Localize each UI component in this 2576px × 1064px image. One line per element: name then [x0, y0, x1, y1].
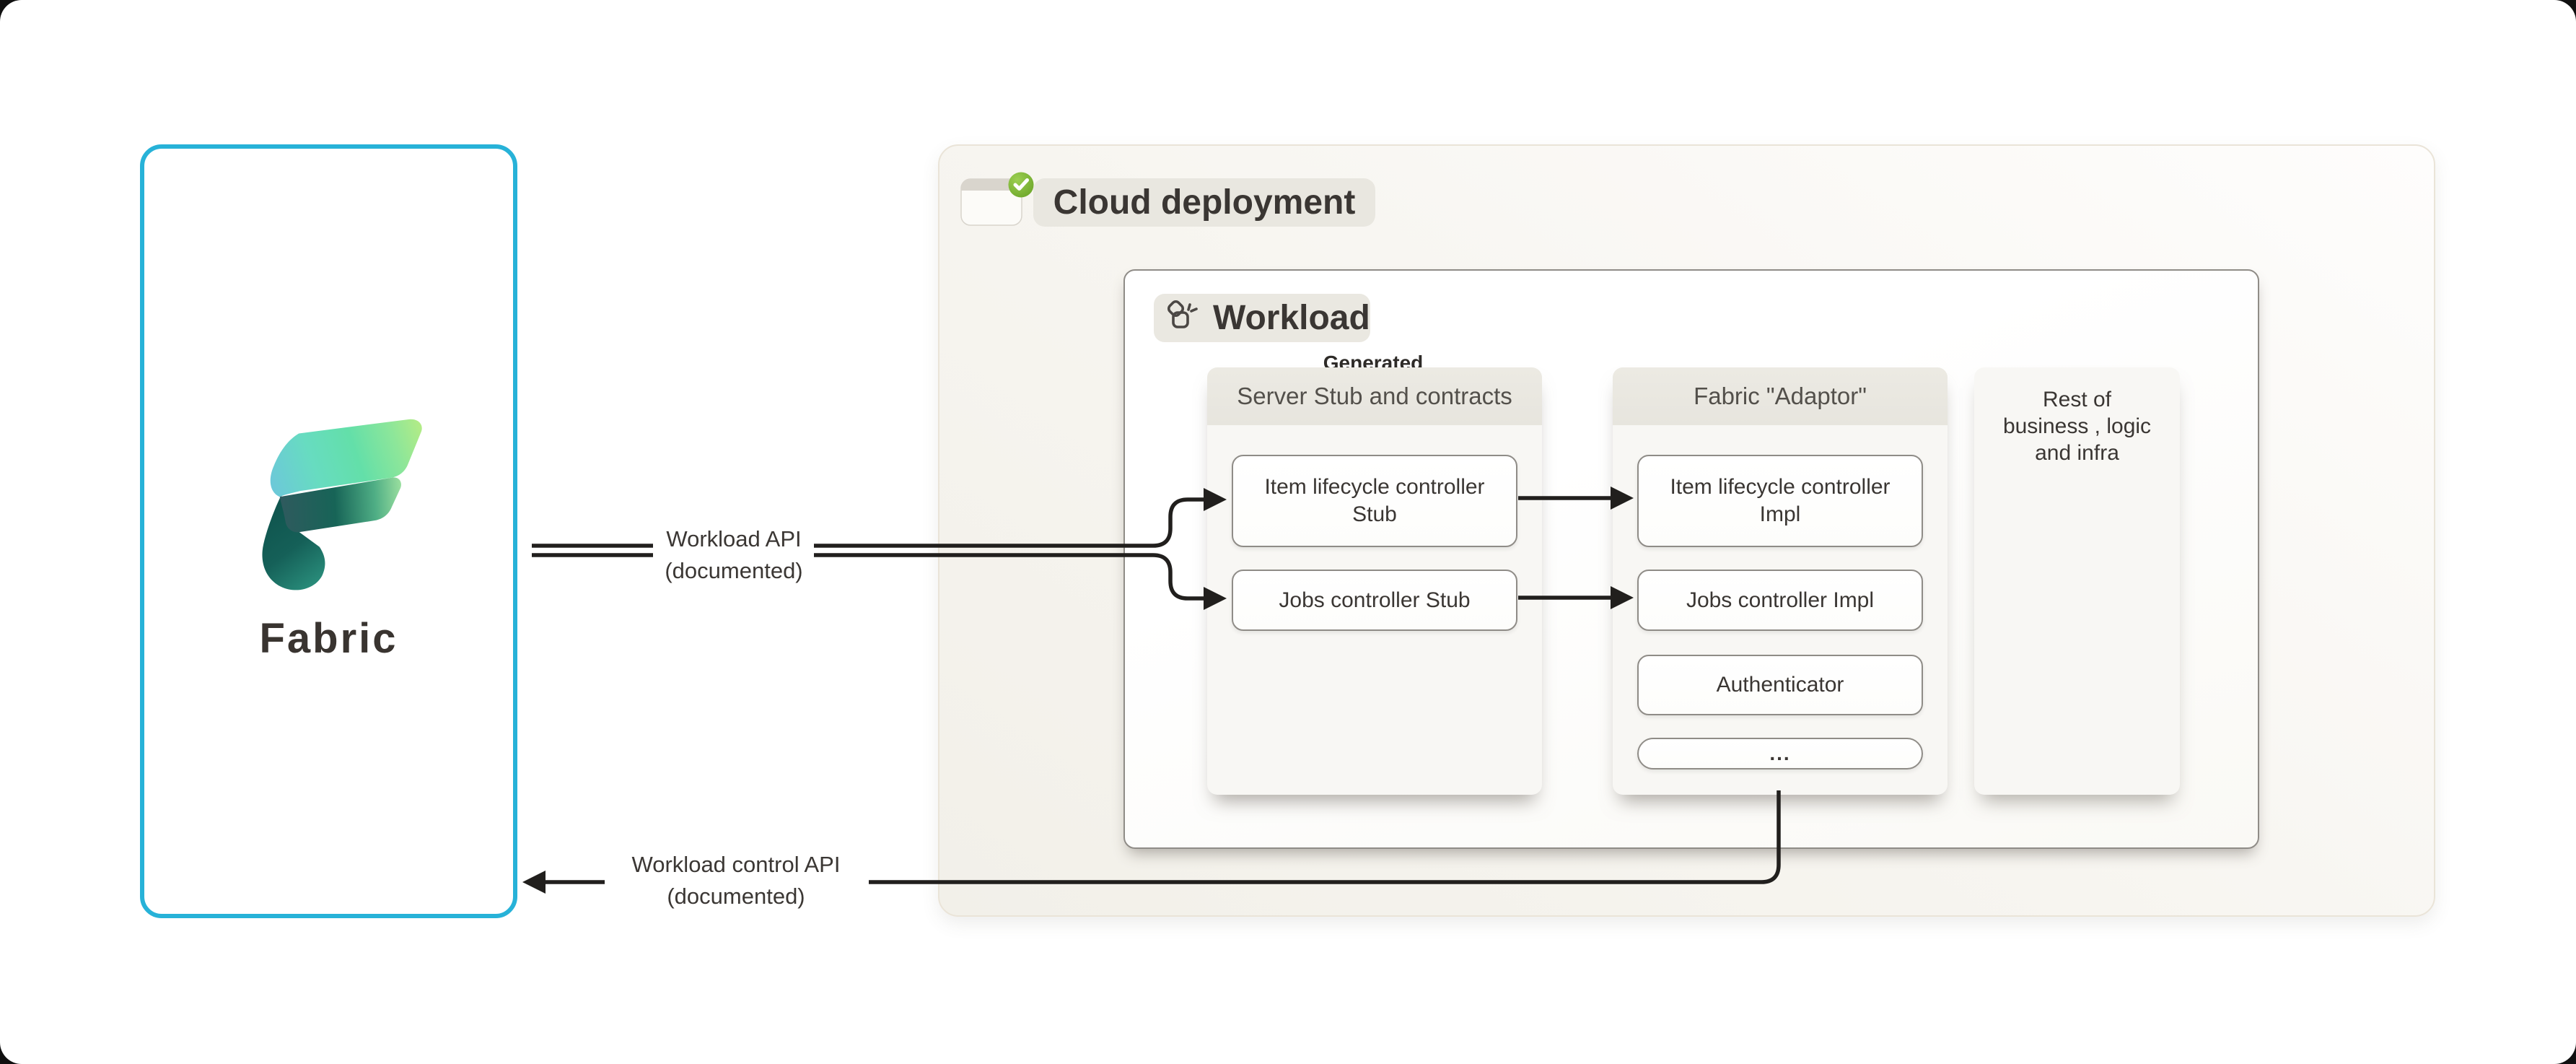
jobs-controller-stub-node: Jobs controller Stub [1232, 570, 1517, 631]
rest-of-business-line: Rest of [2042, 388, 2112, 411]
fabric-label: Fabric [259, 615, 398, 662]
workload-sparkle-squares-icon [1167, 300, 1198, 328]
rest-of-business-box: Rest of business , logic and infra [1974, 367, 2180, 795]
rest-of-business-line: and infra [2035, 441, 2119, 465]
server-stub-column-title: Server Stub and contracts [1207, 367, 1542, 425]
fabric-adaptor-column: Fabric "Adaptor" Item lifecycle controll… [1613, 367, 1948, 795]
item-lifecycle-controller-impl-node: Item lifecycle controller Impl [1637, 455, 1923, 547]
server-stub-column: Server Stub and contracts Item lifecycle… [1207, 367, 1542, 795]
jobs-controller-impl-node: Jobs controller Impl [1637, 570, 1923, 631]
workload-title: Workload [1213, 299, 1370, 337]
fabric-logo-icon [262, 419, 422, 590]
workload-title-pill: Workload [1154, 294, 1370, 342]
authenticator-node: Authenticator [1637, 655, 1923, 715]
arrowhead-control-api [522, 871, 546, 894]
workload-control-api-label: Workload control API (documented) [631, 852, 841, 909]
fabric-adaptor-column-title: Fabric "Adaptor" [1613, 367, 1948, 425]
deployment-card-check-icon [960, 172, 1034, 226]
cloud-deployment-title: Cloud deployment [1033, 178, 1375, 227]
workload-box: Workload Generated Server Stub and contr… [1123, 269, 2259, 849]
rest-of-business-line: business , logic [2002, 414, 2152, 438]
item-lifecycle-controller-stub-node: Item lifecycle controller Stub [1232, 455, 1517, 547]
cloud-deployment-panel: Cloud deployment Workload Generated Serv… [938, 144, 2435, 917]
ellipsis-node: ... [1637, 738, 1923, 769]
fabric-panel: Fabric [140, 144, 517, 918]
workload-api-label: Workload API (documented) [665, 526, 803, 583]
